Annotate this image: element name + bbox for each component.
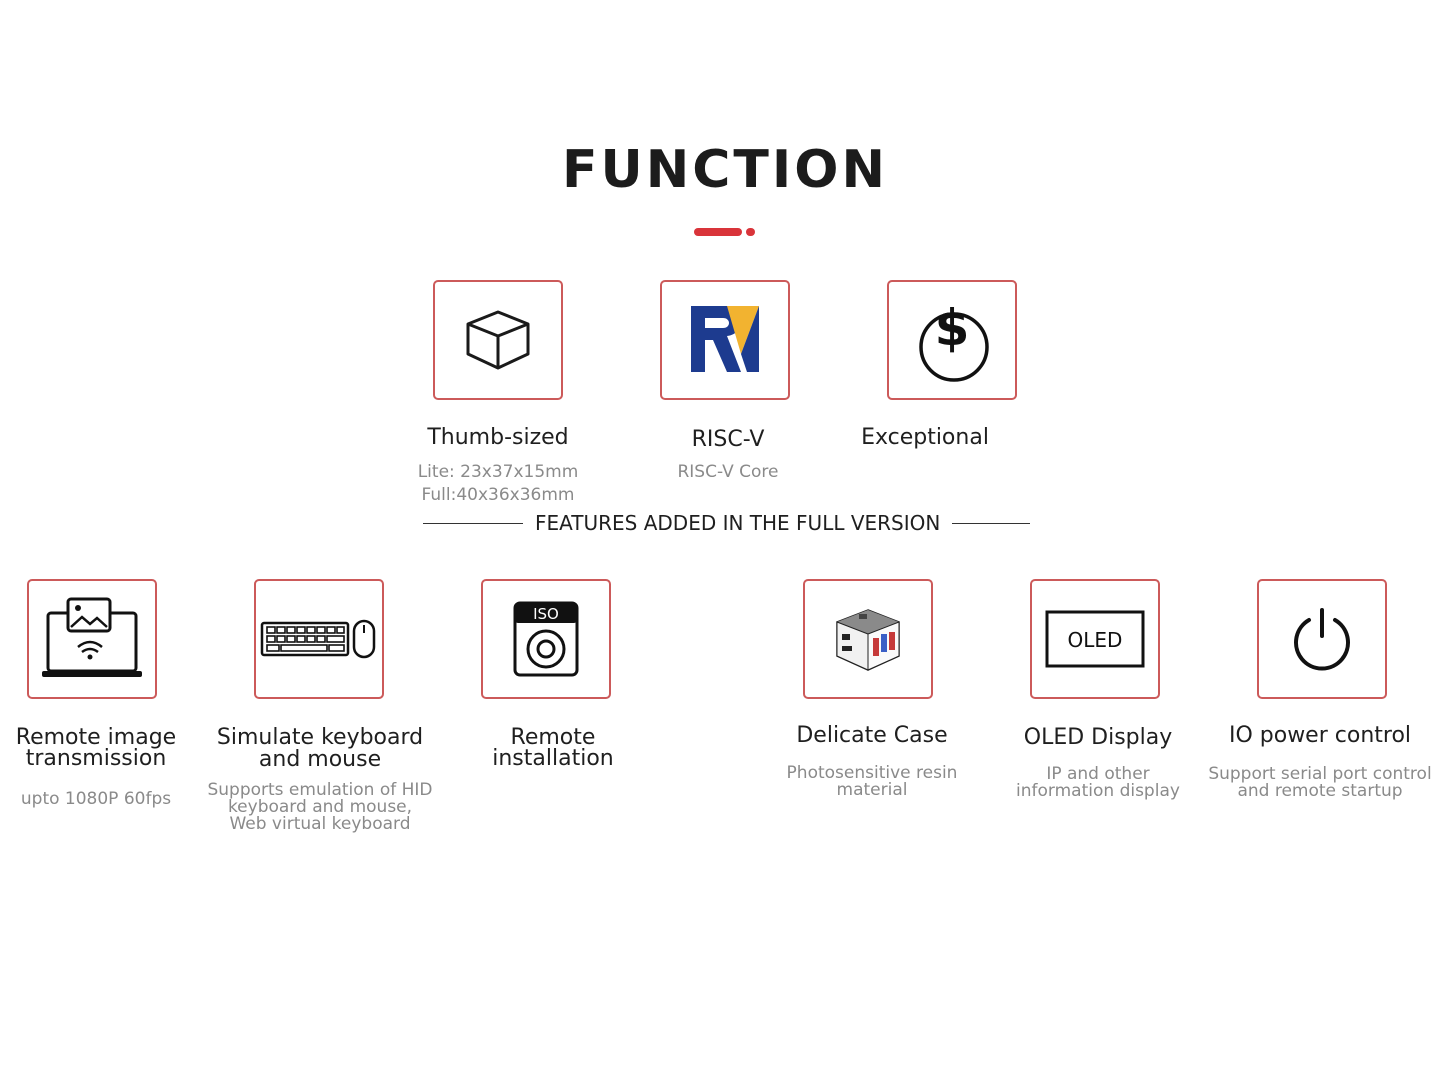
page-title: FUNCTION (562, 140, 888, 200)
feature-label: Thumb-sized (427, 425, 569, 450)
title-accent-dot (746, 228, 755, 236)
cube-icon (466, 310, 530, 370)
feature-label: OLED Display (1023, 725, 1173, 750)
feature-icon-box (433, 280, 563, 400)
iso-badge-text: ISO (533, 605, 559, 623)
feature-desc: Photosensitive resin (786, 763, 958, 783)
feature-label: Remote (510, 725, 596, 750)
feature-oled-display: OLED (1028, 579, 1162, 699)
laptop-image-icon (42, 597, 142, 677)
feature-icon-box: ISO (481, 579, 611, 699)
feature-desc: Support serial port control (1208, 764, 1432, 784)
feature-desc: keyboard and mouse, (227, 797, 413, 817)
feature-delicate-case (801, 579, 935, 699)
svg-text:$: $ (935, 299, 970, 357)
feature-label: IO power control (1228, 723, 1412, 748)
feature-icon-box: OLED (1030, 579, 1160, 699)
feature-label: installation (492, 746, 614, 771)
feature-desc: material (836, 780, 908, 800)
divider-line-left (423, 522, 523, 524)
full-version-divider: FEATURES ADDED IN THE FULL VERSION (423, 510, 1030, 536)
feature-label: Simulate keyboard (216, 725, 424, 750)
risc-v-logo-icon (691, 306, 759, 372)
feature-label: and mouse (258, 747, 382, 772)
feature-desc: Lite: 23x37x15mm (417, 462, 579, 482)
feature-exceptional: $ (885, 280, 1019, 400)
feature-desc: Supports emulation of HID (207, 780, 433, 800)
title-accent-bar (694, 228, 742, 236)
feature-icon-box: $ (887, 280, 1017, 400)
power-icon (1294, 608, 1350, 671)
feature-desc: information display (1016, 781, 1180, 801)
iso-disk-icon: ISO (513, 601, 579, 677)
feature-icon-box (254, 579, 384, 699)
feature-label: Delicate Case (796, 723, 948, 748)
feature-label: transmission (25, 746, 167, 771)
oled-display-icon: OLED (1045, 610, 1145, 668)
feature-desc: IP and other (1046, 764, 1150, 784)
feature-desc: RISC-V Core (677, 462, 779, 482)
feature-icon-box (27, 579, 157, 699)
feature-remote-installation: ISO (479, 579, 613, 699)
feature-desc: and remote startup (1237, 781, 1403, 801)
feature-keyboard-mouse (252, 579, 386, 699)
feature-risc-v (658, 280, 792, 400)
feature-label: Remote image (15, 725, 177, 750)
feature-desc: Web virtual keyboard (229, 814, 411, 834)
dollar-icon: $ (919, 299, 989, 382)
feature-icon-box (660, 280, 790, 400)
keyboard-mouse-icon (260, 619, 376, 659)
feature-desc: upto 1080P 60fps (20, 789, 172, 809)
feature-remote-image (25, 579, 159, 699)
feature-io-power (1255, 579, 1389, 699)
divider-title: FEATURES ADDED IN THE FULL VERSION (535, 511, 941, 535)
feature-desc: Full:40x36x36mm (421, 485, 575, 505)
feature-icon-box (1257, 579, 1387, 699)
feature-label: Exceptional (861, 425, 989, 450)
feature-thumb-sized (431, 280, 565, 400)
divider-line-right (952, 522, 1030, 524)
device-case-icon (836, 609, 900, 671)
feature-icon-box (803, 579, 933, 699)
feature-label: RISC-V (691, 427, 765, 452)
oled-badge-text: OLED (1068, 628, 1123, 652)
